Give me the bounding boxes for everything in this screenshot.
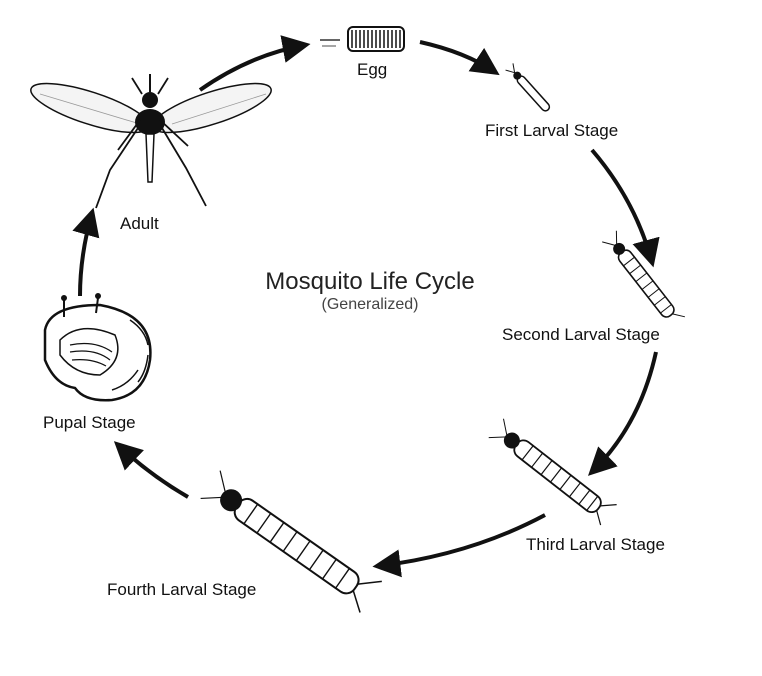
label-fourth-larval-stage: Fourth Larval Stage xyxy=(107,580,256,600)
diagram-title: Mosquito Life Cycle xyxy=(220,268,520,296)
label-egg: Egg xyxy=(357,60,387,80)
label-pupal-stage: Pupal Stage xyxy=(43,413,136,433)
first-larval-illustration xyxy=(506,63,552,113)
label-third-larval-stage: Third Larval Stage xyxy=(526,535,665,555)
second-larval-illustration xyxy=(602,230,685,328)
arrow-second-to-third-larval xyxy=(592,352,656,472)
pupa-illustration xyxy=(45,293,150,400)
arrow-third-to-fourth-larval xyxy=(378,515,545,566)
arrow-fourth-larval-to-pupal xyxy=(118,445,188,497)
egg-raft-illustration xyxy=(320,27,404,51)
label-adult: Adult xyxy=(120,214,159,234)
third-larval-illustration xyxy=(489,417,617,525)
arrow-egg-to-first-larval xyxy=(420,42,495,72)
label-first-larval-stage: First Larval Stage xyxy=(485,121,618,141)
diagram-subtitle: (Generalized) xyxy=(220,296,520,314)
arrow-pupal-to-adult xyxy=(80,213,92,296)
adult-mosquito-illustration xyxy=(26,74,276,208)
label-second-larval-stage: Second Larval Stage xyxy=(502,325,660,345)
